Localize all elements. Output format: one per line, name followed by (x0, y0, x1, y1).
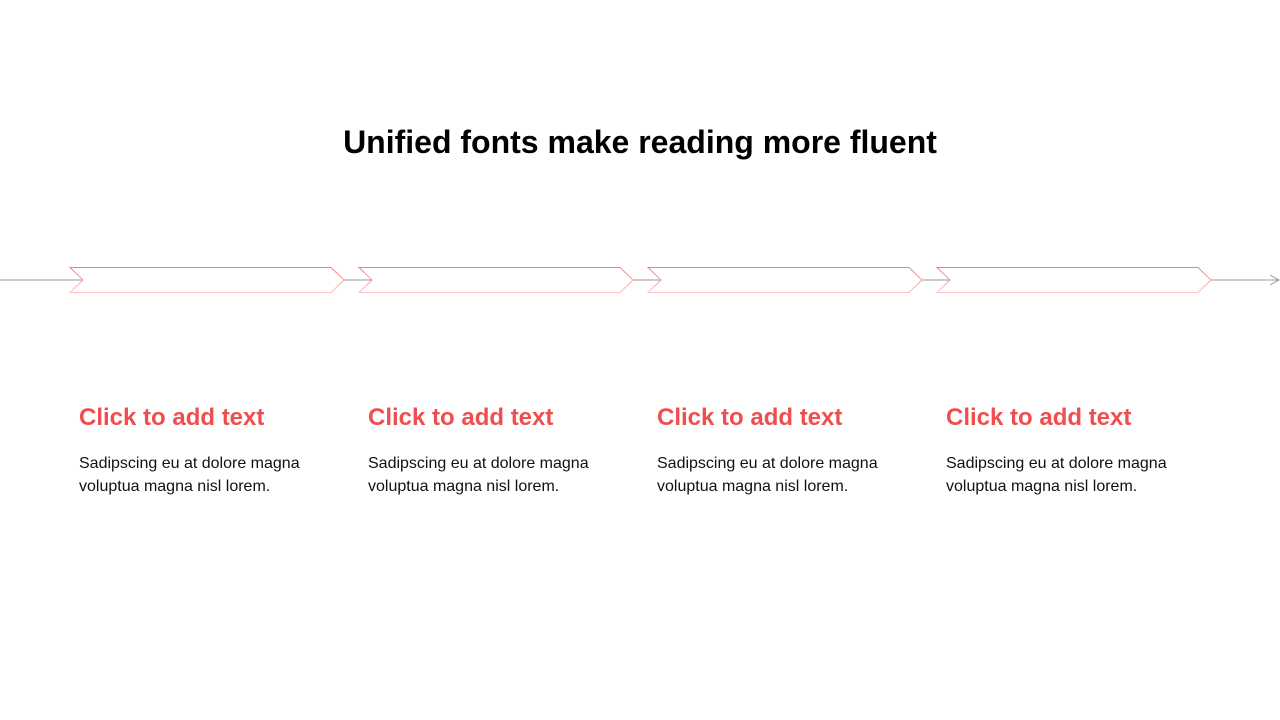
step-1: Click to add text Sadipscing eu at dolor… (79, 404, 339, 498)
chevron-step-2 (357, 267, 634, 293)
step-4: Click to add text Sadipscing eu at dolor… (946, 404, 1206, 498)
step-2: Click to add text Sadipscing eu at dolor… (368, 404, 628, 498)
chevron-step-4 (935, 267, 1212, 293)
step-heading[interactable]: Click to add text (657, 404, 843, 431)
chevron-step-3 (646, 267, 923, 293)
step-body[interactable]: Sadipscing eu at dolore magna voluptua m… (368, 455, 589, 495)
slide-title: Unified fonts make reading more fluent (343, 124, 937, 160)
step-body[interactable]: Sadipscing eu at dolore magna voluptua m… (657, 455, 878, 495)
chevron-step-1 (68, 267, 345, 293)
step-3: Click to add text Sadipscing eu at dolor… (657, 404, 917, 498)
step-heading[interactable]: Click to add text (79, 404, 265, 431)
timeline-arrowhead-icon (1269, 274, 1280, 286)
step-body[interactable]: Sadipscing eu at dolore magna voluptua m… (79, 455, 300, 495)
step-body[interactable]: Sadipscing eu at dolore magna voluptua m… (946, 455, 1167, 495)
step-heading[interactable]: Click to add text (946, 404, 1132, 431)
step-heading[interactable]: Click to add text (368, 404, 554, 431)
